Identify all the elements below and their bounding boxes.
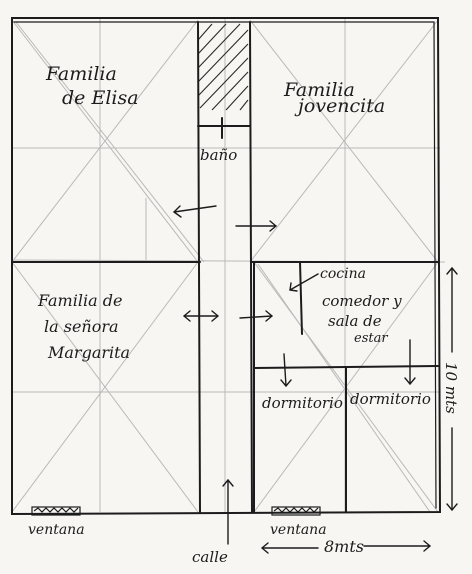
label-familia-elisa-2: de Elisa <box>62 87 139 109</box>
label-comedor-3: estar <box>354 331 388 346</box>
arrow-right-upper <box>235 220 277 232</box>
diagonal-q1-a-trace <box>15 21 205 263</box>
diagonal-q1-b <box>11 19 199 263</box>
label-dormitorio-right: dormitorio <box>350 390 431 408</box>
dimension-arrow-height <box>446 267 458 511</box>
label-familia-margarita-2: la señora <box>44 317 119 336</box>
label-familia-margarita-3: Margarita <box>47 343 130 362</box>
diagonal-q3-b <box>11 261 199 513</box>
label-bano: baño <box>200 146 237 164</box>
label-familia-margarita-1: Familia de <box>37 291 122 310</box>
hatch-line <box>197 43 249 97</box>
hatch-line <box>199 57 249 109</box>
corridor-wall-right <box>249 21 253 513</box>
label-familia-jovencita-1: Familia <box>283 79 355 101</box>
arrow-bedroom-left <box>280 353 292 387</box>
label-dormitorio-left: dormitorio <box>262 394 343 412</box>
label-familia-elisa-1: Familia <box>45 63 117 85</box>
hatch-line <box>225 85 249 111</box>
label-alto: 10 mts <box>442 362 460 414</box>
hatch-line <box>197 23 241 69</box>
label-comedor-1: comedor y <box>322 292 402 310</box>
handwritten-labels: Familia de Elisa Familia jovencita baño … <box>28 63 460 566</box>
arrow-kitchen <box>289 273 319 292</box>
arrow-left-upper <box>173 205 217 218</box>
label-ventana-right: ventana <box>270 522 327 538</box>
dimension-arrow-width <box>261 540 431 554</box>
hatch-line <box>197 23 227 55</box>
kitchen-wall <box>299 261 303 335</box>
label-comedor-2: sala de <box>328 312 382 330</box>
outer-wall-trace <box>13 21 437 509</box>
arrow-street <box>222 479 234 545</box>
window-right-mark <box>271 506 321 516</box>
window-left-mark <box>31 506 81 516</box>
corridor-wall-left <box>197 21 201 513</box>
label-ancho: 8mts <box>324 537 364 556</box>
hatch-line <box>197 23 213 41</box>
bathroom-hatch <box>197 23 249 111</box>
diagonal-q2-b <box>249 19 439 263</box>
arrow-bedroom-right <box>404 339 416 385</box>
outer-wall <box>11 17 442 516</box>
arrow-right-lower <box>239 310 273 322</box>
arrow-left-lower <box>183 310 219 322</box>
window-marks <box>31 506 321 516</box>
hatch-line <box>197 29 249 83</box>
hatch-line <box>239 99 249 111</box>
hatch-line <box>211 71 249 111</box>
label-cocina: cocina <box>320 266 366 282</box>
label-calle: calle <box>192 548 228 566</box>
ink-walls <box>11 17 442 516</box>
label-familia-jovencita-2: jovencita <box>294 95 385 117</box>
label-ventana-left: ventana <box>28 522 85 538</box>
arrows <box>173 205 458 554</box>
diagonal-q4-a-trace <box>257 263 431 513</box>
